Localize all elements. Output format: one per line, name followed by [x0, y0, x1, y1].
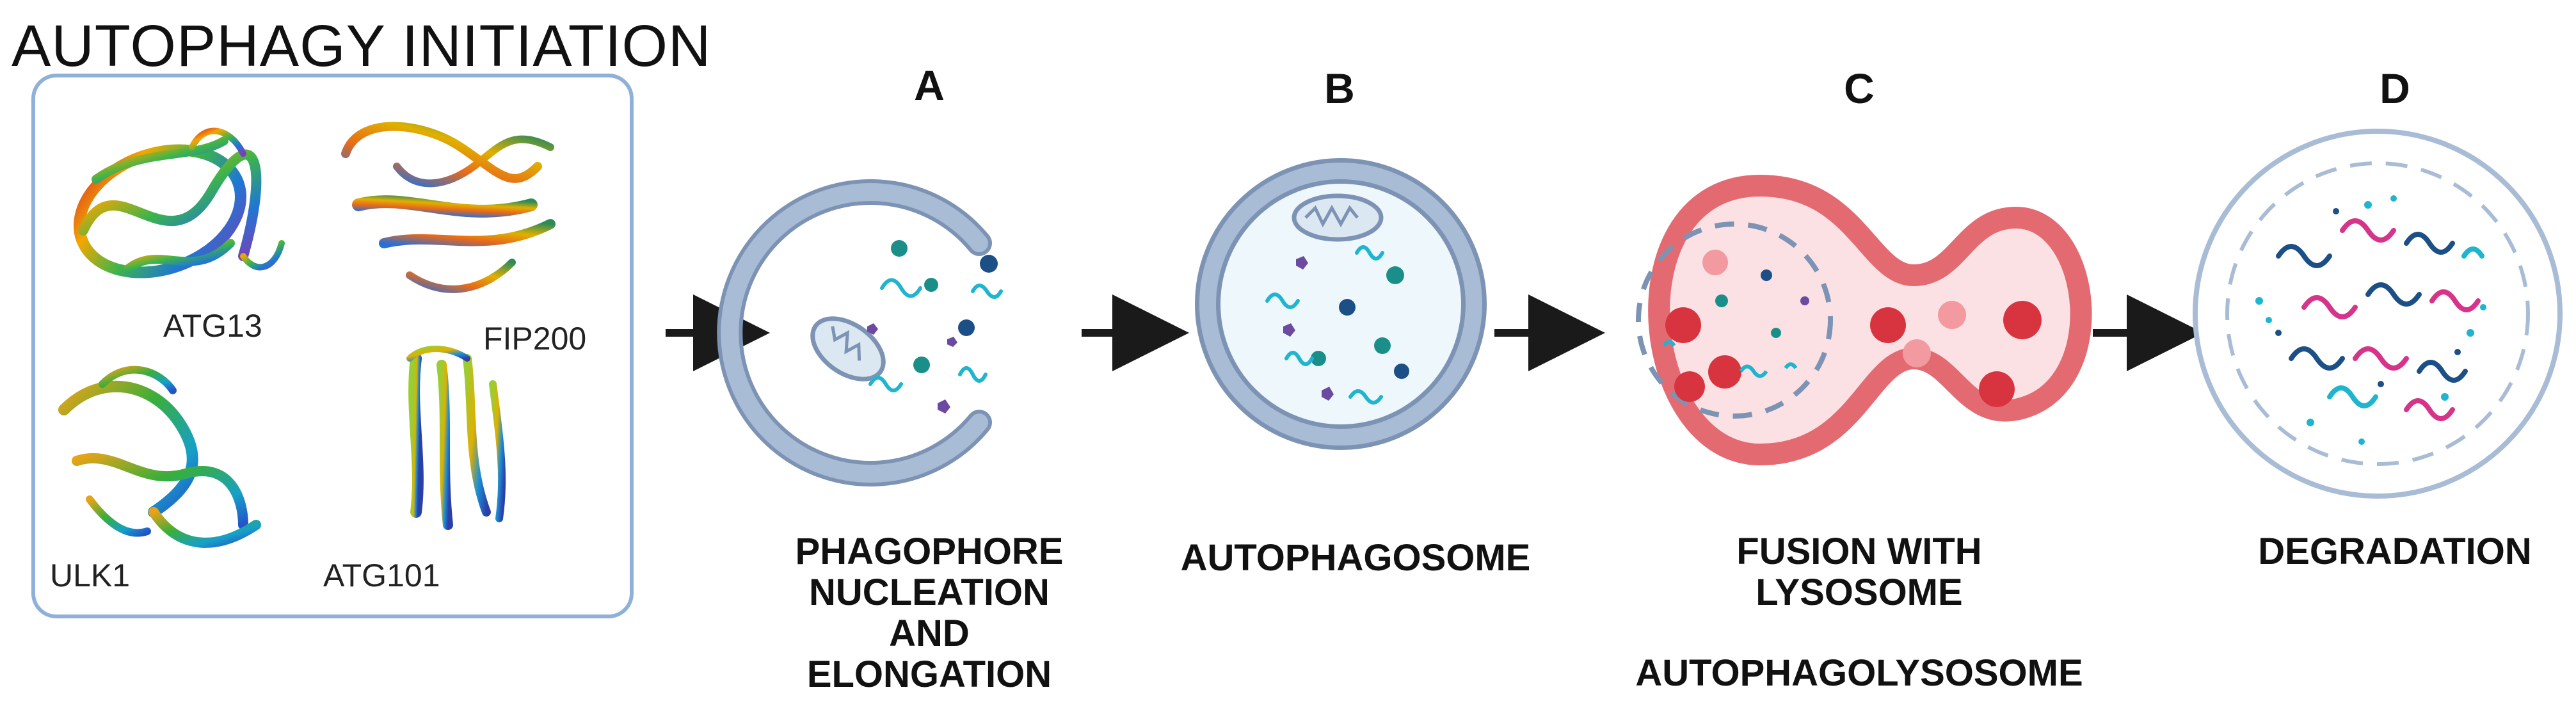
stage-label-b-line-1: AUTOPHAGOSOME [1180, 537, 1531, 579]
stage-label-b: AUTOPHAGOSOME [1181, 538, 1531, 579]
stage-letter-b: B [1324, 65, 1355, 112]
autophagosome-illustration [1195, 158, 1487, 450]
autophagolysosome-illustration [1636, 174, 2092, 466]
ulk1-structure-icon [58, 366, 261, 548]
lysosomal-enzyme-icon [1665, 301, 2042, 407]
stage-label-a: PHAGOPHORE NUCLEATION AND ELONGATION [796, 531, 1064, 695]
stage-letter-d: D [2380, 65, 2410, 112]
protein-label-ulk1: ULK1 [50, 558, 131, 593]
mitochondrion-icon [1292, 193, 1384, 242]
stage-label-c: FUSION WITH LYSOSOME [1736, 531, 1981, 613]
atg101-structure-icon [406, 346, 506, 530]
stage-label-d: DEGRADATION [2258, 531, 2531, 572]
stage-letter-c: C [1844, 65, 1875, 112]
stage-label-a-line-3: AND [889, 613, 970, 654]
degradation-illustration [2193, 129, 2563, 499]
protein-label-atg13: ATG13 [163, 308, 262, 344]
atg13-structure-icon [74, 127, 285, 278]
stage-label-d-line-1: DEGRADATION [2258, 531, 2532, 572]
stage-label-a-line-1: PHAGOPHORE [795, 531, 1064, 572]
diagram-title: AUTOPHAGY INITIATION [12, 13, 712, 79]
stage-sublabel-c: AUTOPHAGOLYSOSOME [1635, 652, 2083, 694]
protein-label-atg101: ATG101 [323, 558, 440, 593]
protein-label-fip200: FIP200 [483, 321, 587, 357]
stage-label-a-line-4: ELONGATION [806, 654, 1052, 695]
fip200-structure-icon [341, 122, 556, 293]
stage-label-c-line-1: FUSION WITH [1736, 531, 1982, 572]
stage-letter-a: A [914, 61, 945, 109]
mitochondrion-icon [810, 316, 886, 382]
phagophore-illustration [717, 179, 1003, 486]
stage-label-c-line-2: LYSOSOME [1756, 572, 1963, 613]
stage-label-a-line-2: NUCLEATION [809, 572, 1050, 613]
